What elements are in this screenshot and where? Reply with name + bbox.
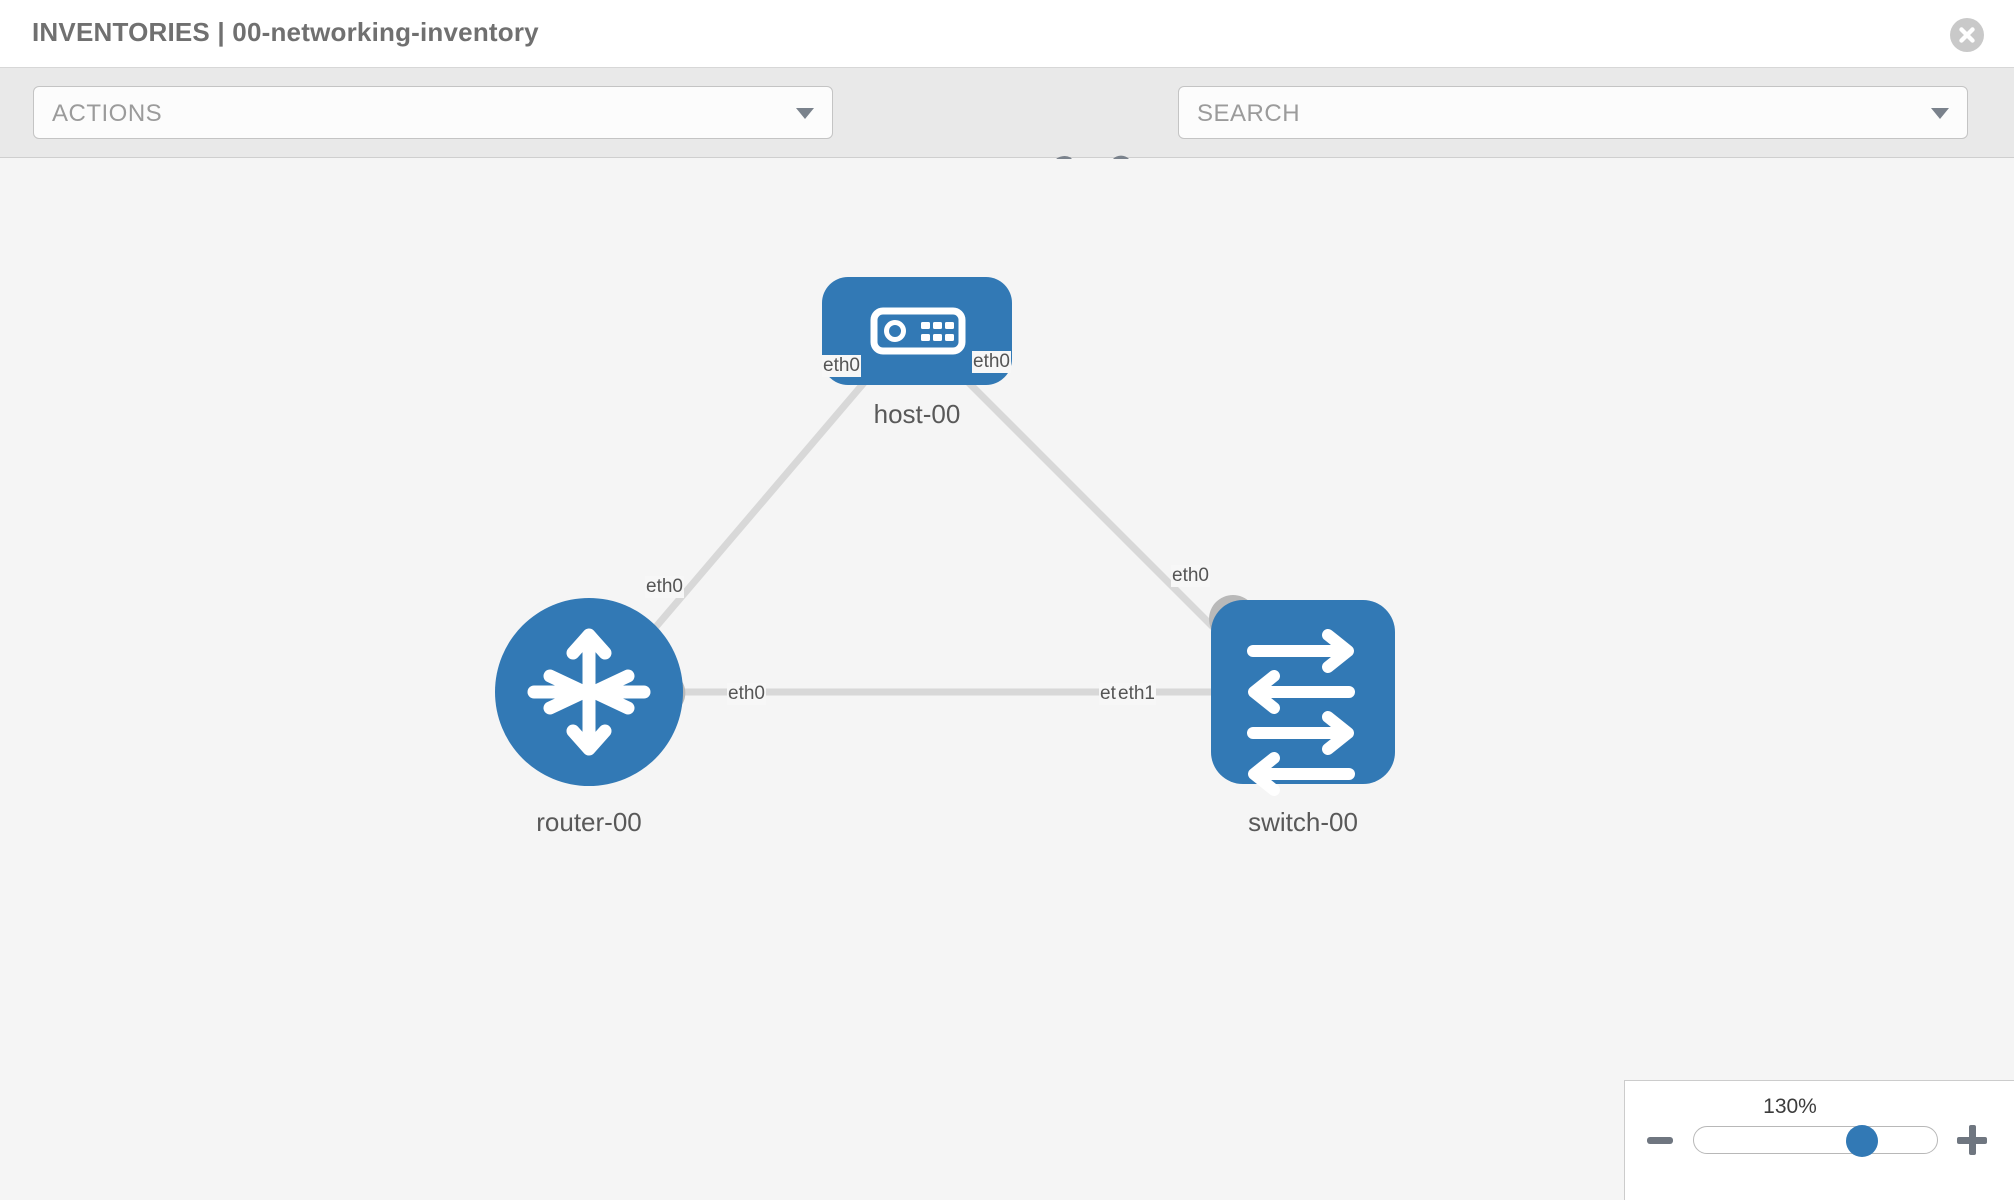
topology-connectors: [676, 348, 1257, 711]
zoom-level-value: 130%: [1763, 1095, 1817, 1118]
search-placeholder: SEARCH: [1197, 100, 1301, 127]
iface-label-switch00-uplink: eth0: [1171, 565, 1210, 587]
iface-label-host00-left: eth0: [822, 355, 861, 377]
node-host-00[interactable]: [822, 277, 1012, 385]
iface-label-router00-uplink: eth0: [645, 576, 684, 598]
topology-canvas[interactable]: host-00 router-00 switch-00 eth0 eth0 et…: [0, 159, 2014, 1200]
iface-label-router00-eth0: eth0: [727, 683, 766, 705]
zoom-control-panel: 130%: [1624, 1080, 2014, 1200]
chevron-down-icon: [796, 108, 814, 119]
zoom-slider[interactable]: [1693, 1125, 1938, 1157]
close-icon[interactable]: [1950, 18, 1984, 52]
iface-label-switch00-eth1: eth1: [1117, 683, 1156, 705]
topology-graph: [495, 277, 1395, 796]
node-router-00[interactable]: [495, 598, 683, 786]
node-label-router-00: router-00: [536, 807, 642, 838]
actions-dropdown-label: ACTIONS: [52, 100, 163, 127]
zoom-slider-thumb[interactable]: [1846, 1125, 1878, 1157]
zoom-in-button[interactable]: [1957, 1125, 1987, 1155]
node-label-switch-00: switch-00: [1248, 807, 1358, 838]
actions-dropdown[interactable]: ACTIONS: [33, 86, 833, 139]
chevron-down-icon: [1931, 108, 1949, 119]
node-label-host-00: host-00: [873, 399, 961, 430]
node-switch-00[interactable]: [1211, 600, 1395, 796]
link-host00-router00[interactable]: [617, 361, 883, 672]
link-host00-switch00[interactable]: [947, 361, 1258, 672]
page-title: INVENTORIES | 00-networking-inventory: [32, 17, 539, 47]
zoom-out-button[interactable]: [1647, 1137, 1673, 1144]
toolbar: ACTIONS SEARCH: [0, 68, 2014, 192]
page-header: INVENTORIES | 00-networking-inventory: [0, 0, 2014, 68]
iface-label-host00-right: eth0: [972, 351, 1011, 373]
search-input[interactable]: SEARCH: [1178, 86, 1968, 139]
